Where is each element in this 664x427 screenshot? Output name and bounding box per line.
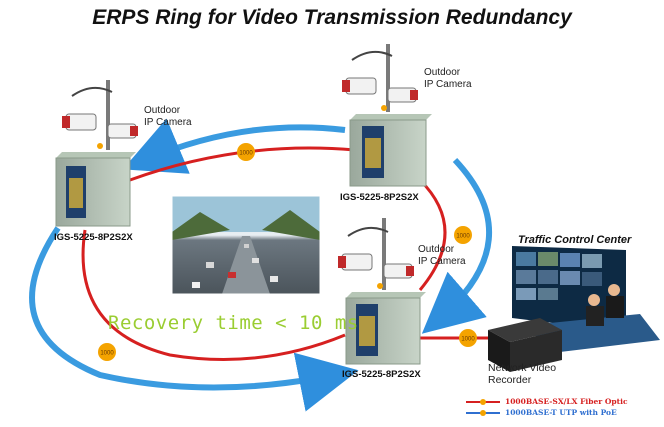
- switch-label-left: IGS-5225-8P2S2X: [54, 232, 133, 243]
- badge-right-text: 1000: [456, 234, 470, 240]
- camera-label-top: Outdoor IP Camera: [424, 67, 472, 91]
- camera-label-line1: Outdoor: [424, 67, 461, 78]
- camera-icon: [107, 123, 138, 139]
- fiber-link-left: [81, 229, 346, 361]
- switch-label-bottom: IGS-5225-8P2S2X: [342, 369, 421, 380]
- switch-label-top: IGS-5225-8P2S2X: [340, 192, 419, 203]
- nvr-label-line1: Network Video: [488, 362, 557, 374]
- badge-nvr: 1000: [459, 329, 477, 347]
- operator-icon: [588, 294, 600, 306]
- badge-top-text: 1000: [239, 151, 253, 157]
- operator-icon: [608, 284, 620, 296]
- camera-label-line2: IP Camera: [424, 79, 472, 90]
- nvr-label: Network Video Recorder: [488, 362, 556, 386]
- ring-arrow-left: [29, 226, 359, 412]
- camera-icon: [387, 87, 418, 103]
- recovery-time-text: Recovery time < 10 ms: [108, 312, 359, 334]
- camera-icon: [62, 113, 97, 131]
- camera-label-line2: IP Camera: [144, 117, 192, 128]
- highway-photo: [171, 195, 321, 295]
- camera-label-line1: Outdoor: [144, 105, 181, 116]
- camera-icon: [338, 253, 373, 271]
- badge-nvr-text: 1000: [461, 337, 475, 343]
- camera-icon: [342, 77, 377, 95]
- badge-bottom: 1000: [98, 343, 116, 361]
- fiber-link-right: [418, 178, 447, 291]
- camera-label-left: Outdoor IP Camera: [144, 105, 192, 129]
- ring-arrow-right: [421, 157, 493, 334]
- badge-bottom-text: 1000: [100, 351, 114, 357]
- camera-label-line1: Outdoor: [418, 244, 455, 255]
- camera-label-line2: IP Camera: [418, 256, 466, 267]
- control-center-label: Traffic Control Center: [518, 234, 632, 246]
- site-top: [342, 44, 432, 187]
- diagram-title: ERPS Ring for Video Transmission Redunda…: [92, 6, 572, 29]
- camera-label-bottom: Outdoor IP Camera: [418, 244, 466, 268]
- camera-icon: [383, 263, 414, 279]
- cabinet-top: [349, 119, 427, 187]
- badge-top: 1000: [237, 143, 255, 161]
- ring-arrow-top: [122, 118, 346, 174]
- legend: [466, 399, 500, 416]
- site-bottom: [338, 218, 426, 365]
- control-center-graphic: [512, 246, 660, 352]
- badge-right: 1000: [454, 226, 472, 244]
- nvr-device: [488, 318, 562, 372]
- legend-utp-text: 1000BASE-T UTP with PoE: [505, 408, 617, 417]
- nvr-label-line2: Recorder: [488, 374, 532, 386]
- site-left: [55, 80, 138, 227]
- legend-fiber-text: 1000BASE-SX/LX Fiber Optic: [505, 397, 628, 406]
